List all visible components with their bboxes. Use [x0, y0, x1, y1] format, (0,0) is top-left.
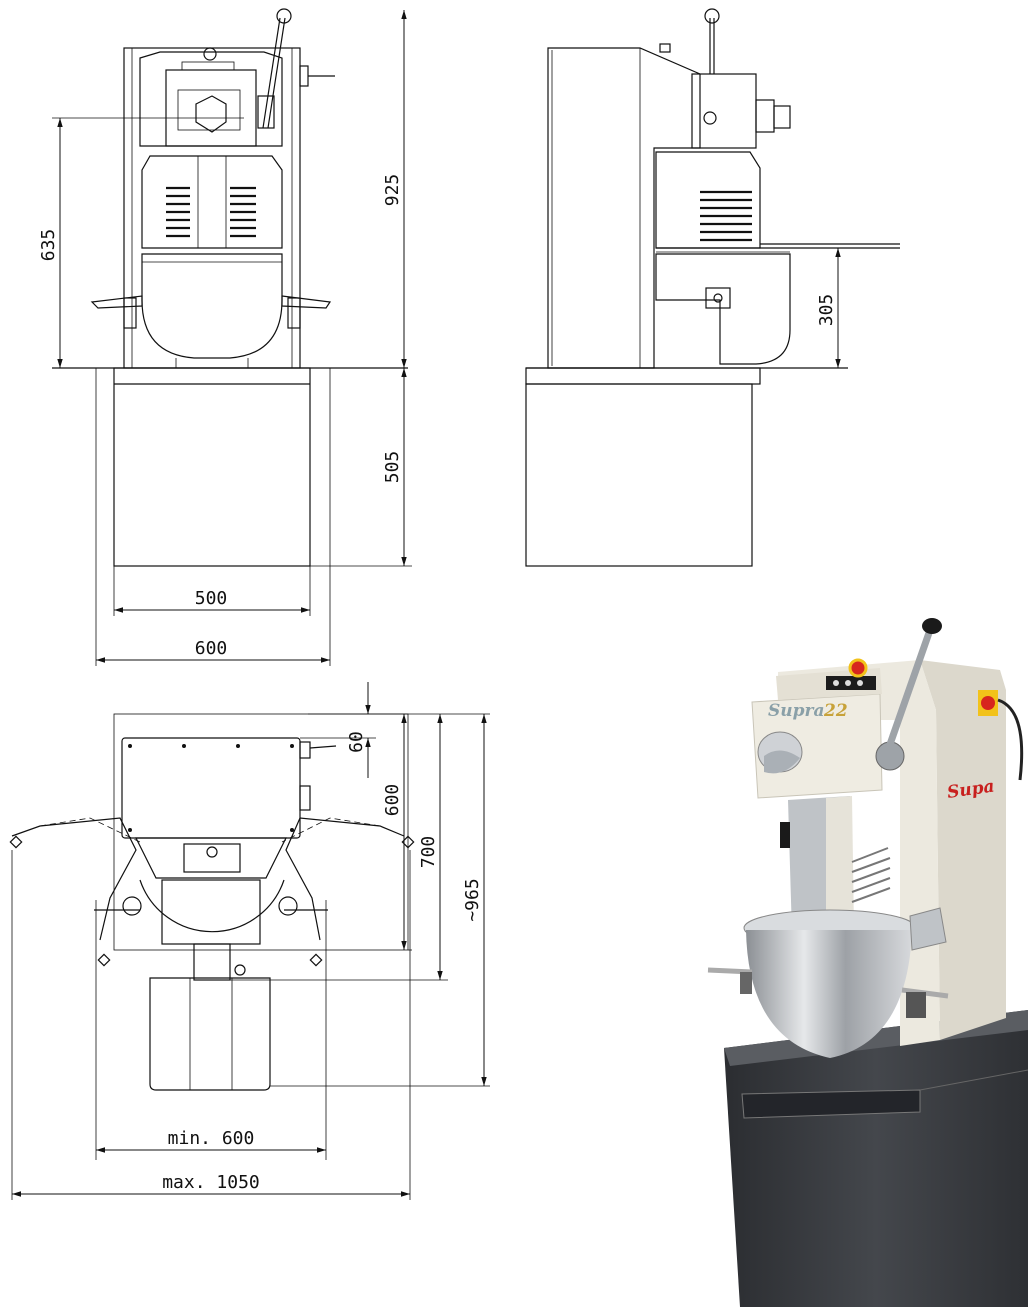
front-dimensions: 635 925 505 500 600: [38, 10, 407, 663]
dim-max-1050: max. 1050: [162, 1172, 260, 1193]
dim-min-600: min. 600: [168, 1128, 255, 1149]
brand-label: Supra: [768, 701, 825, 721]
front-view: [52, 8, 412, 666]
side-vents: [700, 190, 752, 242]
side-dimensions: 305: [816, 248, 841, 368]
dim-925: 925: [382, 174, 403, 207]
dim-600-top: 600: [382, 784, 403, 817]
top-view: [9, 713, 490, 1200]
front-vents: [166, 155, 256, 249]
product-photo: Supra 22 Supa: [707, 618, 1028, 1307]
lever-arm: [884, 628, 934, 752]
machine-body: [920, 660, 1006, 1040]
emergency-stop-icon: [848, 658, 868, 678]
lever-knob: [922, 618, 942, 634]
dim-505: 505: [382, 451, 403, 484]
dim-305: 305: [816, 294, 837, 327]
side-view: [525, 8, 900, 567]
dim-965: ~965: [462, 878, 483, 921]
dim-600-front: 600: [195, 638, 228, 659]
dim-60: 60: [346, 731, 367, 753]
model-label: 22: [823, 701, 848, 721]
top-dimensions: 60 600 700 ~965 min. 600 max. 1050: [12, 682, 487, 1197]
dim-700: 700: [418, 836, 439, 869]
dim-635: 635: [38, 229, 59, 262]
photo-vents: [851, 847, 891, 903]
dim-500: 500: [195, 588, 228, 609]
